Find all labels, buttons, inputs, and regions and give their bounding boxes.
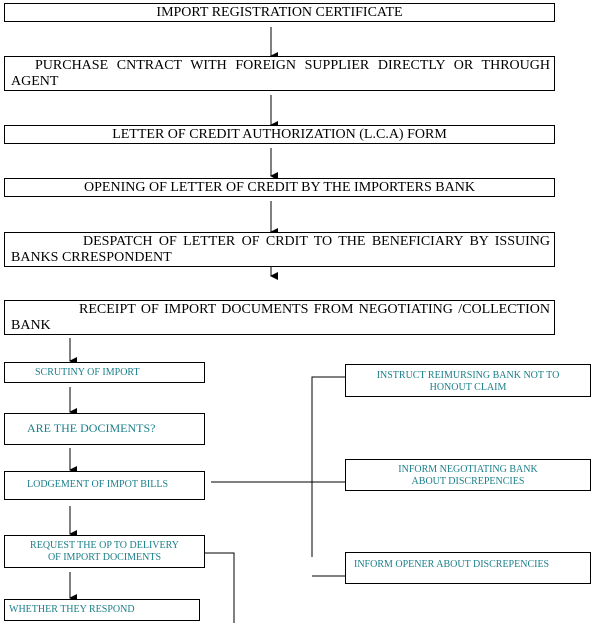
purchase-contract-label: PURCHASE CNTRACT WITH FOREIGN SUPPLIER D…	[11, 58, 550, 89]
receipt-docs-label: RECEIPT OF IMPORT DOCUMENTS FROM NEGOTIA…	[11, 302, 550, 333]
whether-respond-label: WHETHER THEY RESPOND	[9, 604, 135, 615]
box-inform-negotiating: INFORM NEGOTIATING BANK ABOUT DISCREPENC…	[345, 459, 591, 491]
box-instruct-reimbursing: INSTRUCT REIMURSING BANK NOT TO HONOUT C…	[345, 364, 591, 397]
box-despatch-lc: DESPATCH OF LETTER OF CRDIT TO THE BENEF…	[4, 232, 555, 267]
box-are-documents: ARE THE DOCIMENTS?	[4, 413, 205, 445]
connector-vertical-bracket	[311, 376, 345, 557]
box-inform-opener: INFORM OPENER ABOUT DISCREPENCIES	[345, 552, 591, 584]
are-documents-label: ARE THE DOCIMENTS?	[27, 421, 156, 435]
box-import-registration: IMPORT REGISTRATION CERTIFICATE	[4, 3, 555, 22]
scrutiny-label: SCRUTINY OF IMPORT	[35, 367, 140, 378]
lodgement-label: LODGEMENT OF IMPOT BILLS	[27, 479, 169, 490]
opening-lc-label: OPENING OF LETTER OF CREDIT BY THE IMPOR…	[84, 180, 475, 195]
inform-negotiating-label: INFORM NEGOTIATING BANK ABOUT DISCREPENC…	[398, 464, 538, 487]
import-registration-label: IMPORT REGISTRATION CERTIFICATE	[156, 5, 403, 20]
box-request-op: REQUEST THE OP TO DELIVERY OF IMPORT DOC…	[4, 535, 205, 568]
box-scrutiny: SCRUTINY OF IMPORT	[4, 362, 205, 383]
box-lca-form: LETTER OF CREDIT AUTHORIZATION (L.C.A) F…	[4, 125, 555, 144]
box-lodgement: LODGEMENT OF IMPOT BILLS	[4, 471, 205, 500]
box-purchase-contract: PURCHASE CNTRACT WITH FOREIGN SUPPLIER D…	[4, 56, 555, 91]
box-whether-respond: WHETHER THEY RESPOND	[4, 599, 200, 621]
box-opening-lc: OPENING OF LETTER OF CREDIT BY THE IMPOR…	[4, 178, 555, 197]
instruct-reimbursing-label: INSTRUCT REIMURSING BANK NOT TO HONOUT C…	[376, 370, 560, 393]
connector-request-right	[204, 552, 235, 623]
request-op-label: REQUEST THE OP TO DELIVERY OF IMPORT DOC…	[30, 540, 179, 563]
box-receipt-docs: RECEIPT OF IMPORT DOCUMENTS FROM NEGOTIA…	[4, 300, 555, 335]
despatch-lc-label: DESPATCH OF LETTER OF CRDIT TO THE BENEF…	[11, 234, 550, 265]
lca-form-label: LETTER OF CREDIT AUTHORIZATION (L.C.A) F…	[112, 127, 447, 142]
inform-opener-label: INFORM OPENER ABOUT DISCREPENCIES	[354, 559, 550, 570]
